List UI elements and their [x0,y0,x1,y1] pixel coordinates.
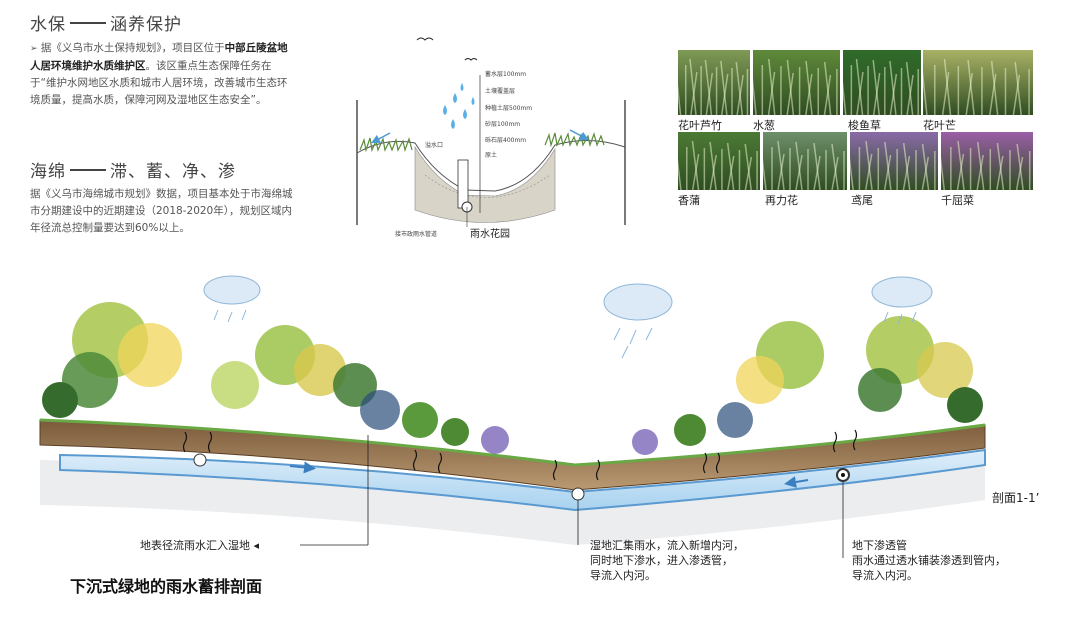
plant-photo-5 [763,132,847,190]
title-dash [70,168,106,171]
plant-label-4: 香蒲 [678,194,700,207]
plant-label-3: 花叶芒 [923,119,956,132]
callout-right-line-2: 导流入内河。 [852,569,918,582]
sponge-section-title: 海绵 滞、蓄、净、渗 [30,157,236,182]
plant-label-6: 鸢尾 [851,194,873,207]
callout-right: 地下渗透管 雨水通过透水铺装渗透到管内， 导流入内河。 [852,538,1006,583]
section-label: 剖面1-1’ [992,491,1040,505]
title-dash [70,21,106,24]
callout-left: 地表径流雨水汇入湿地 ◂ [140,538,259,553]
water-para-prefix: 据《义乌市水土保持规划》，项目区位于 [40,42,225,54]
plant-photo-4 [678,132,760,190]
plant-photo-6 [850,132,938,190]
rain-garden-pipe-label: 接市政雨水管道 [395,231,438,238]
plant-photo-2 [843,50,921,115]
plant-photo-1 [753,50,840,115]
sponge-section-paragraph: 据《义乌市海绵城市规划》数据，项目基本处于市海绵城市分期建设中的近期建设（201… [30,188,293,234]
water-section-title: 水保 涵养保护 [30,10,182,35]
plant-label-2: 梭鱼草 [848,119,881,132]
water-title-b: 涵养保护 [110,15,182,35]
plant-photo-0 [678,50,750,115]
callout-mid-line-2: 导流入内河。 [590,569,656,582]
arrow-left-icon: ◂ [253,539,260,552]
rain-garden-caption: 雨水花园 [470,229,510,240]
rain-garden-layer-4: 砾石层400mm [485,137,527,144]
plant-label-0: 花叶芦竹 [678,119,722,132]
water-title-a: 水保 [30,15,66,35]
plant-photo-7 [941,132,1033,190]
callout-mid: 湿地汇集雨水，流入新增内河， 同时地下渗水，进入渗透管， 导流入内河。 [590,538,744,583]
callout-right-line-0: 地下渗透管 [852,539,907,552]
sponge-title-a: 海绵 [30,162,66,182]
rain-garden-diagram [356,37,626,227]
rain-garden-layer-3: 砂层100mm [485,121,521,128]
water-para-rest: 。该区重点生态保障任务在于“维护水网地区水质和城市人居环境，改善城市生态环境质量… [30,60,288,106]
water-section-paragraph: ➢ 据《义乌市水土保持规划》，项目区位于中部丘陵盆地人居环境维护水质维护区。该区… [30,40,295,109]
plant-label-1: 水葱 [753,119,775,132]
callout-left-text: 地表径流雨水汇入湿地 [140,539,250,552]
rain-garden-layer-0: 蓄水层100mm [485,71,527,78]
plant-label-5: 再力花 [765,194,798,207]
sponge-title-b: 滞、蓄、净、渗 [110,162,236,182]
rain-garden-layer-5: 原土 [485,152,498,159]
plant-label-7: 千屈菜 [941,194,974,207]
rain-garden-layer-1: 土壤覆盖层 [485,88,516,95]
callout-right-line-1: 雨水通过透水铺装渗透到管内， [852,554,1006,567]
plant-photo-3 [923,50,1033,115]
section-caption: 下沉式绿地的雨水蓄排剖面 [70,577,263,596]
bullet-icon: ➢ [30,44,38,54]
rain-garden-inlet-label: 溢水口 [425,142,444,149]
section-illustration [39,275,986,558]
callout-mid-line-1: 同时地下渗水，进入渗透管， [590,554,733,567]
water-para-bold: 中部丘陵盆地人居环境维护水质维护区 [30,42,288,72]
rain-garden-layer-2: 种植土层500mm [485,105,533,112]
callout-mid-line-0: 湿地汇集雨水，流入新增内河， [590,539,744,552]
